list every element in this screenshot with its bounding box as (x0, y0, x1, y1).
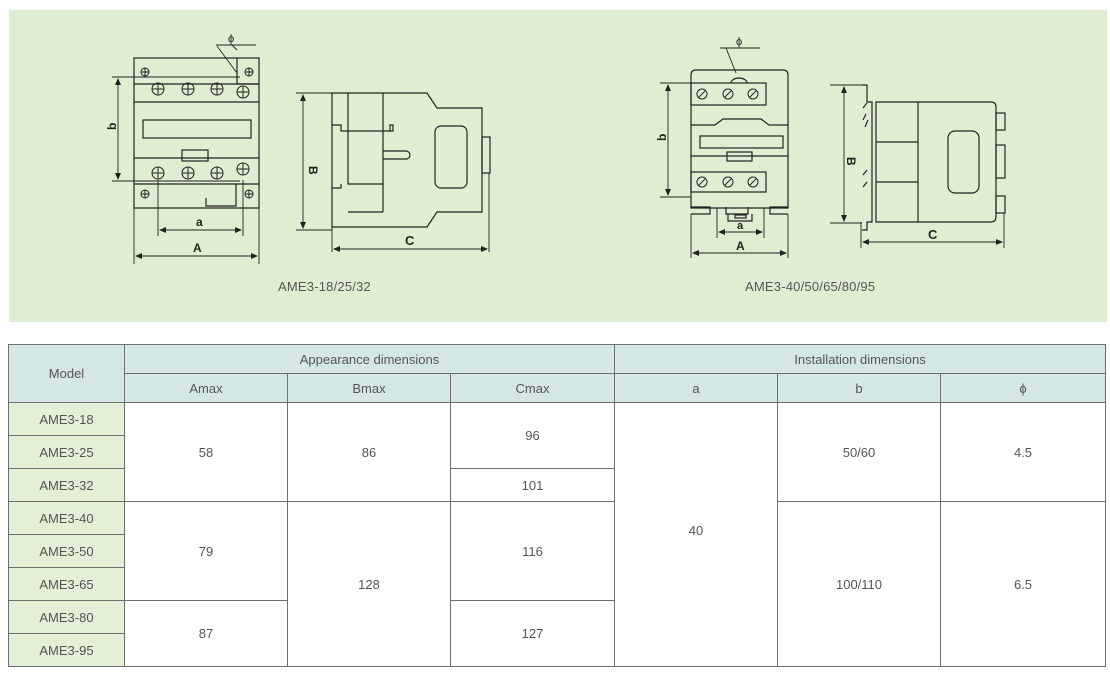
bmax-cell: 86 (287, 402, 451, 502)
a-cell: 40 (614, 402, 778, 667)
phi-cell: 6.5 (939, 501, 1107, 667)
model-cell: AME3-95 (8, 633, 125, 667)
model-cell: AME3-32 (8, 468, 125, 502)
model-cell: AME3-65 (8, 567, 125, 601)
a-label: a (737, 220, 744, 232)
table-row: AME3-18 58 86 96 40 50/60 4.5 (8, 402, 1107, 667)
table-row: AME3-40 79 128 116 100/110 6.5 (8, 501, 1107, 667)
phi-label: ϕ (228, 33, 234, 45)
amax-header: Amax (124, 373, 288, 403)
a-label: a (196, 215, 203, 229)
amax-cell: 58 (124, 402, 288, 502)
A-label: A (736, 239, 745, 253)
B-label: B (306, 166, 320, 175)
b-header: b (777, 373, 941, 403)
small-contactor-front-view (112, 44, 260, 264)
phi-cell: 4.5 (939, 402, 1107, 502)
table-row: AME3-50 (8, 534, 1106, 568)
model-cell: AME3-50 (8, 534, 125, 568)
C-label: C (405, 233, 415, 248)
b-cell: 100/110 (777, 501, 941, 667)
b-label: b (105, 123, 119, 130)
amax-cell: 87 (124, 600, 288, 667)
dimensions-table: Model Appearance dimensions Installation… (8, 344, 1107, 667)
b-cell: 50/60 (777, 402, 941, 502)
dimension-drawings: ϕ b a A B C ϕ b a A B C (105, 33, 1006, 264)
large-contactor-front-view (660, 47, 789, 258)
model-cell: AME3-40 (8, 501, 125, 535)
model-header: Model (8, 344, 125, 403)
A-label: A (193, 241, 202, 255)
drawing-caption-large: AME3-40/50/65/80/95 (745, 279, 876, 294)
appearance-dimensions-header: Appearance dimensions (124, 344, 615, 374)
cmax-header: Cmax (450, 373, 615, 403)
small-contactor-side-view (296, 92, 491, 252)
table-row: AME3-80 87 127 (8, 600, 1106, 667)
large-contactor-side-view (830, 84, 1006, 248)
a-header: a (614, 373, 778, 403)
cmax-cell: 101 (450, 468, 615, 502)
phi-label: ϕ (736, 36, 742, 48)
model-cell: AME3-25 (8, 435, 125, 469)
cmax-cell: 116 (450, 501, 615, 601)
b-label: b (655, 134, 669, 141)
installation-dimensions-header: Installation dimensions (613, 344, 1107, 374)
C-label: C (928, 227, 938, 242)
table-row: AME3-95 (8, 633, 1106, 667)
amax-cell: 79 (124, 501, 288, 601)
bmax-header: Bmax (287, 373, 451, 403)
model-cell: AME3-80 (8, 600, 125, 634)
drawing-panel (9, 10, 1107, 322)
B-label: B (844, 157, 858, 166)
table-row: AME3-65 (8, 567, 1106, 601)
sub-header-row: Amax Bmax Cmax a b ϕ (9, 373, 1107, 403)
cmax-cell: 127 (450, 600, 615, 667)
bmax-cell: 128 (287, 501, 451, 667)
table-row: AME3-32 101 (8, 468, 1106, 502)
group-header-row: Model Appearance dimensions Installation… (8, 344, 1107, 403)
drawing-caption-small: AME3-18/25/32 (278, 279, 371, 294)
table-row: AME3-25 (8, 435, 1106, 469)
phi-header: ϕ (939, 373, 1107, 403)
model-cell: AME3-18 (8, 402, 125, 436)
cmax-cell: 96 (450, 402, 615, 469)
